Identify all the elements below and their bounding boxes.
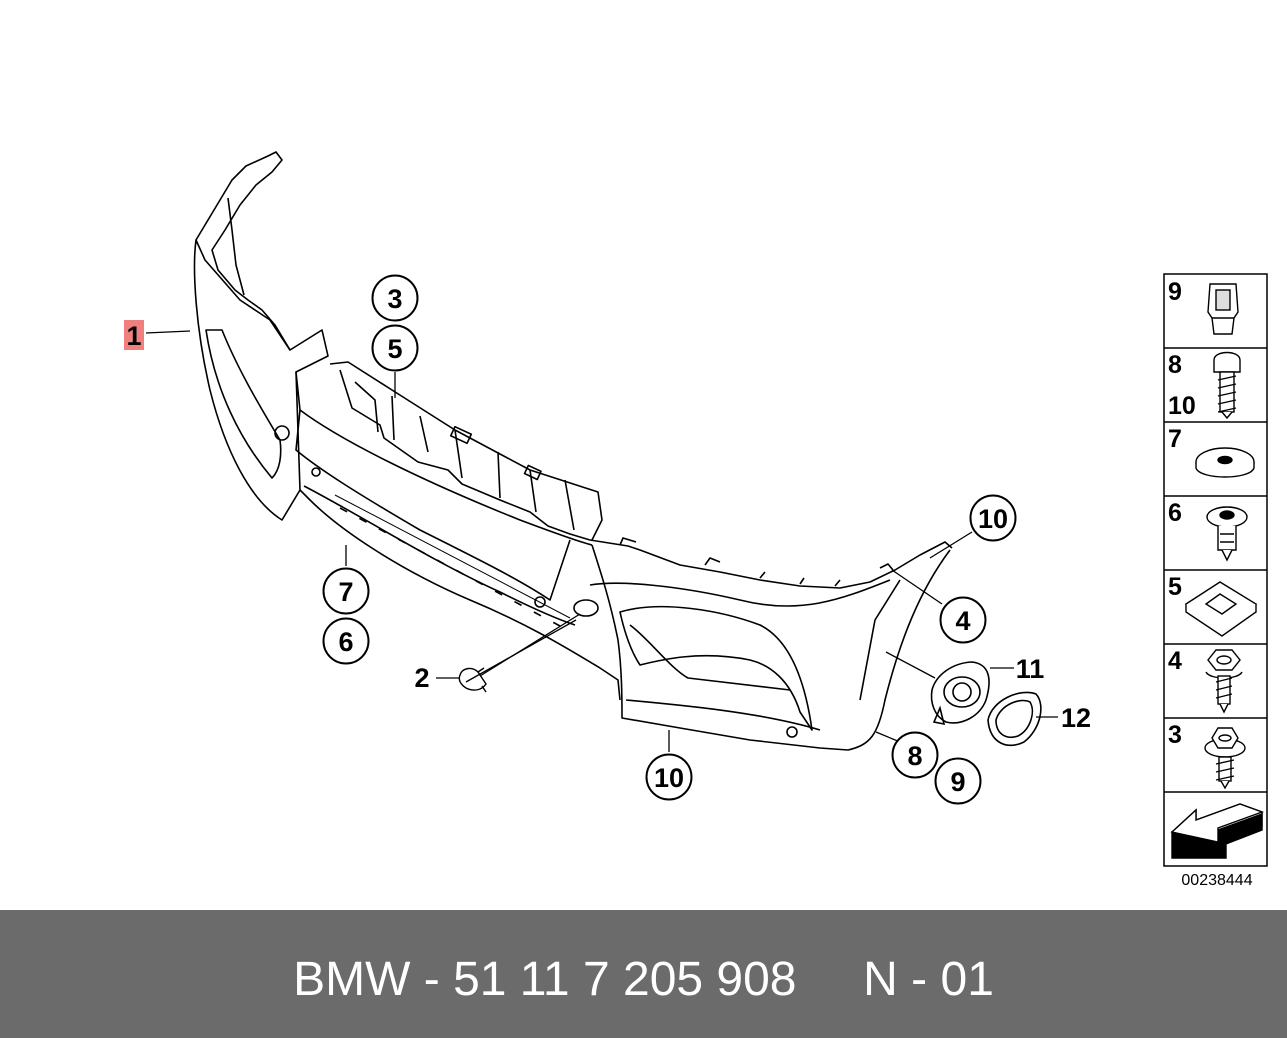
callout-11: 11 (1016, 654, 1045, 684)
panel-label-4: 4 (1168, 647, 1182, 675)
callout-5: 5 (387, 334, 402, 364)
callout-labels: 1 2 3 5 7 6 10 4 11 12 8 9 10 (126, 284, 1091, 797)
part-2-cover (458, 667, 487, 693)
parts-diagram: 1 2 3 5 7 6 10 4 11 12 8 9 10 9 8 10 7 6… (124, 151, 1268, 889)
callout-10-top: 10 (978, 504, 1008, 534)
callout-1: 1 (126, 321, 141, 351)
clip-nut-icon (1207, 283, 1239, 335)
collar-screw-icon (1204, 727, 1246, 790)
callout-6: 6 (338, 627, 353, 657)
part-12-seal (987, 691, 1042, 747)
expanding-rivet-icon (1206, 506, 1248, 562)
callout-2: 2 (414, 663, 429, 693)
panel-label-9: 9 (1168, 278, 1182, 306)
arrow-icon (1170, 803, 1265, 859)
highlight-1 (124, 320, 144, 350)
screw-icon (1213, 351, 1241, 420)
callout-12: 12 (1061, 703, 1091, 733)
parts-panel: 9 8 10 7 6 5 4 3 (1163, 273, 1268, 867)
panel-label-3: 3 (1168, 721, 1182, 749)
washer-icon (1195, 447, 1255, 478)
callout-8: 8 (907, 741, 922, 771)
callout-3: 3 (387, 284, 402, 314)
callout-circles (322, 274, 1017, 805)
panel-label-7: 7 (1168, 425, 1182, 453)
image-number: 00238444 (1181, 872, 1252, 889)
part-11-bracket (930, 661, 990, 726)
square-nut-icon (1184, 581, 1258, 637)
bumper-drawing (193, 151, 953, 751)
callout-9: 9 (950, 767, 965, 797)
callout-10-bottom: 10 (654, 763, 684, 793)
callout-4: 4 (955, 606, 970, 636)
hex-screw-icon (1205, 649, 1243, 714)
panel-label-5: 5 (1168, 573, 1182, 601)
part-number-text: BMW - 51 11 7 205 908 N - 01 (293, 953, 994, 1006)
panel-label-6: 6 (1168, 499, 1182, 527)
leader-lines (145, 330, 1058, 752)
footer-bar (0, 910, 1287, 1038)
panel-label-10: 10 (1168, 392, 1196, 420)
panel-label-8: 8 (1168, 351, 1182, 379)
callout-7: 7 (338, 577, 353, 607)
